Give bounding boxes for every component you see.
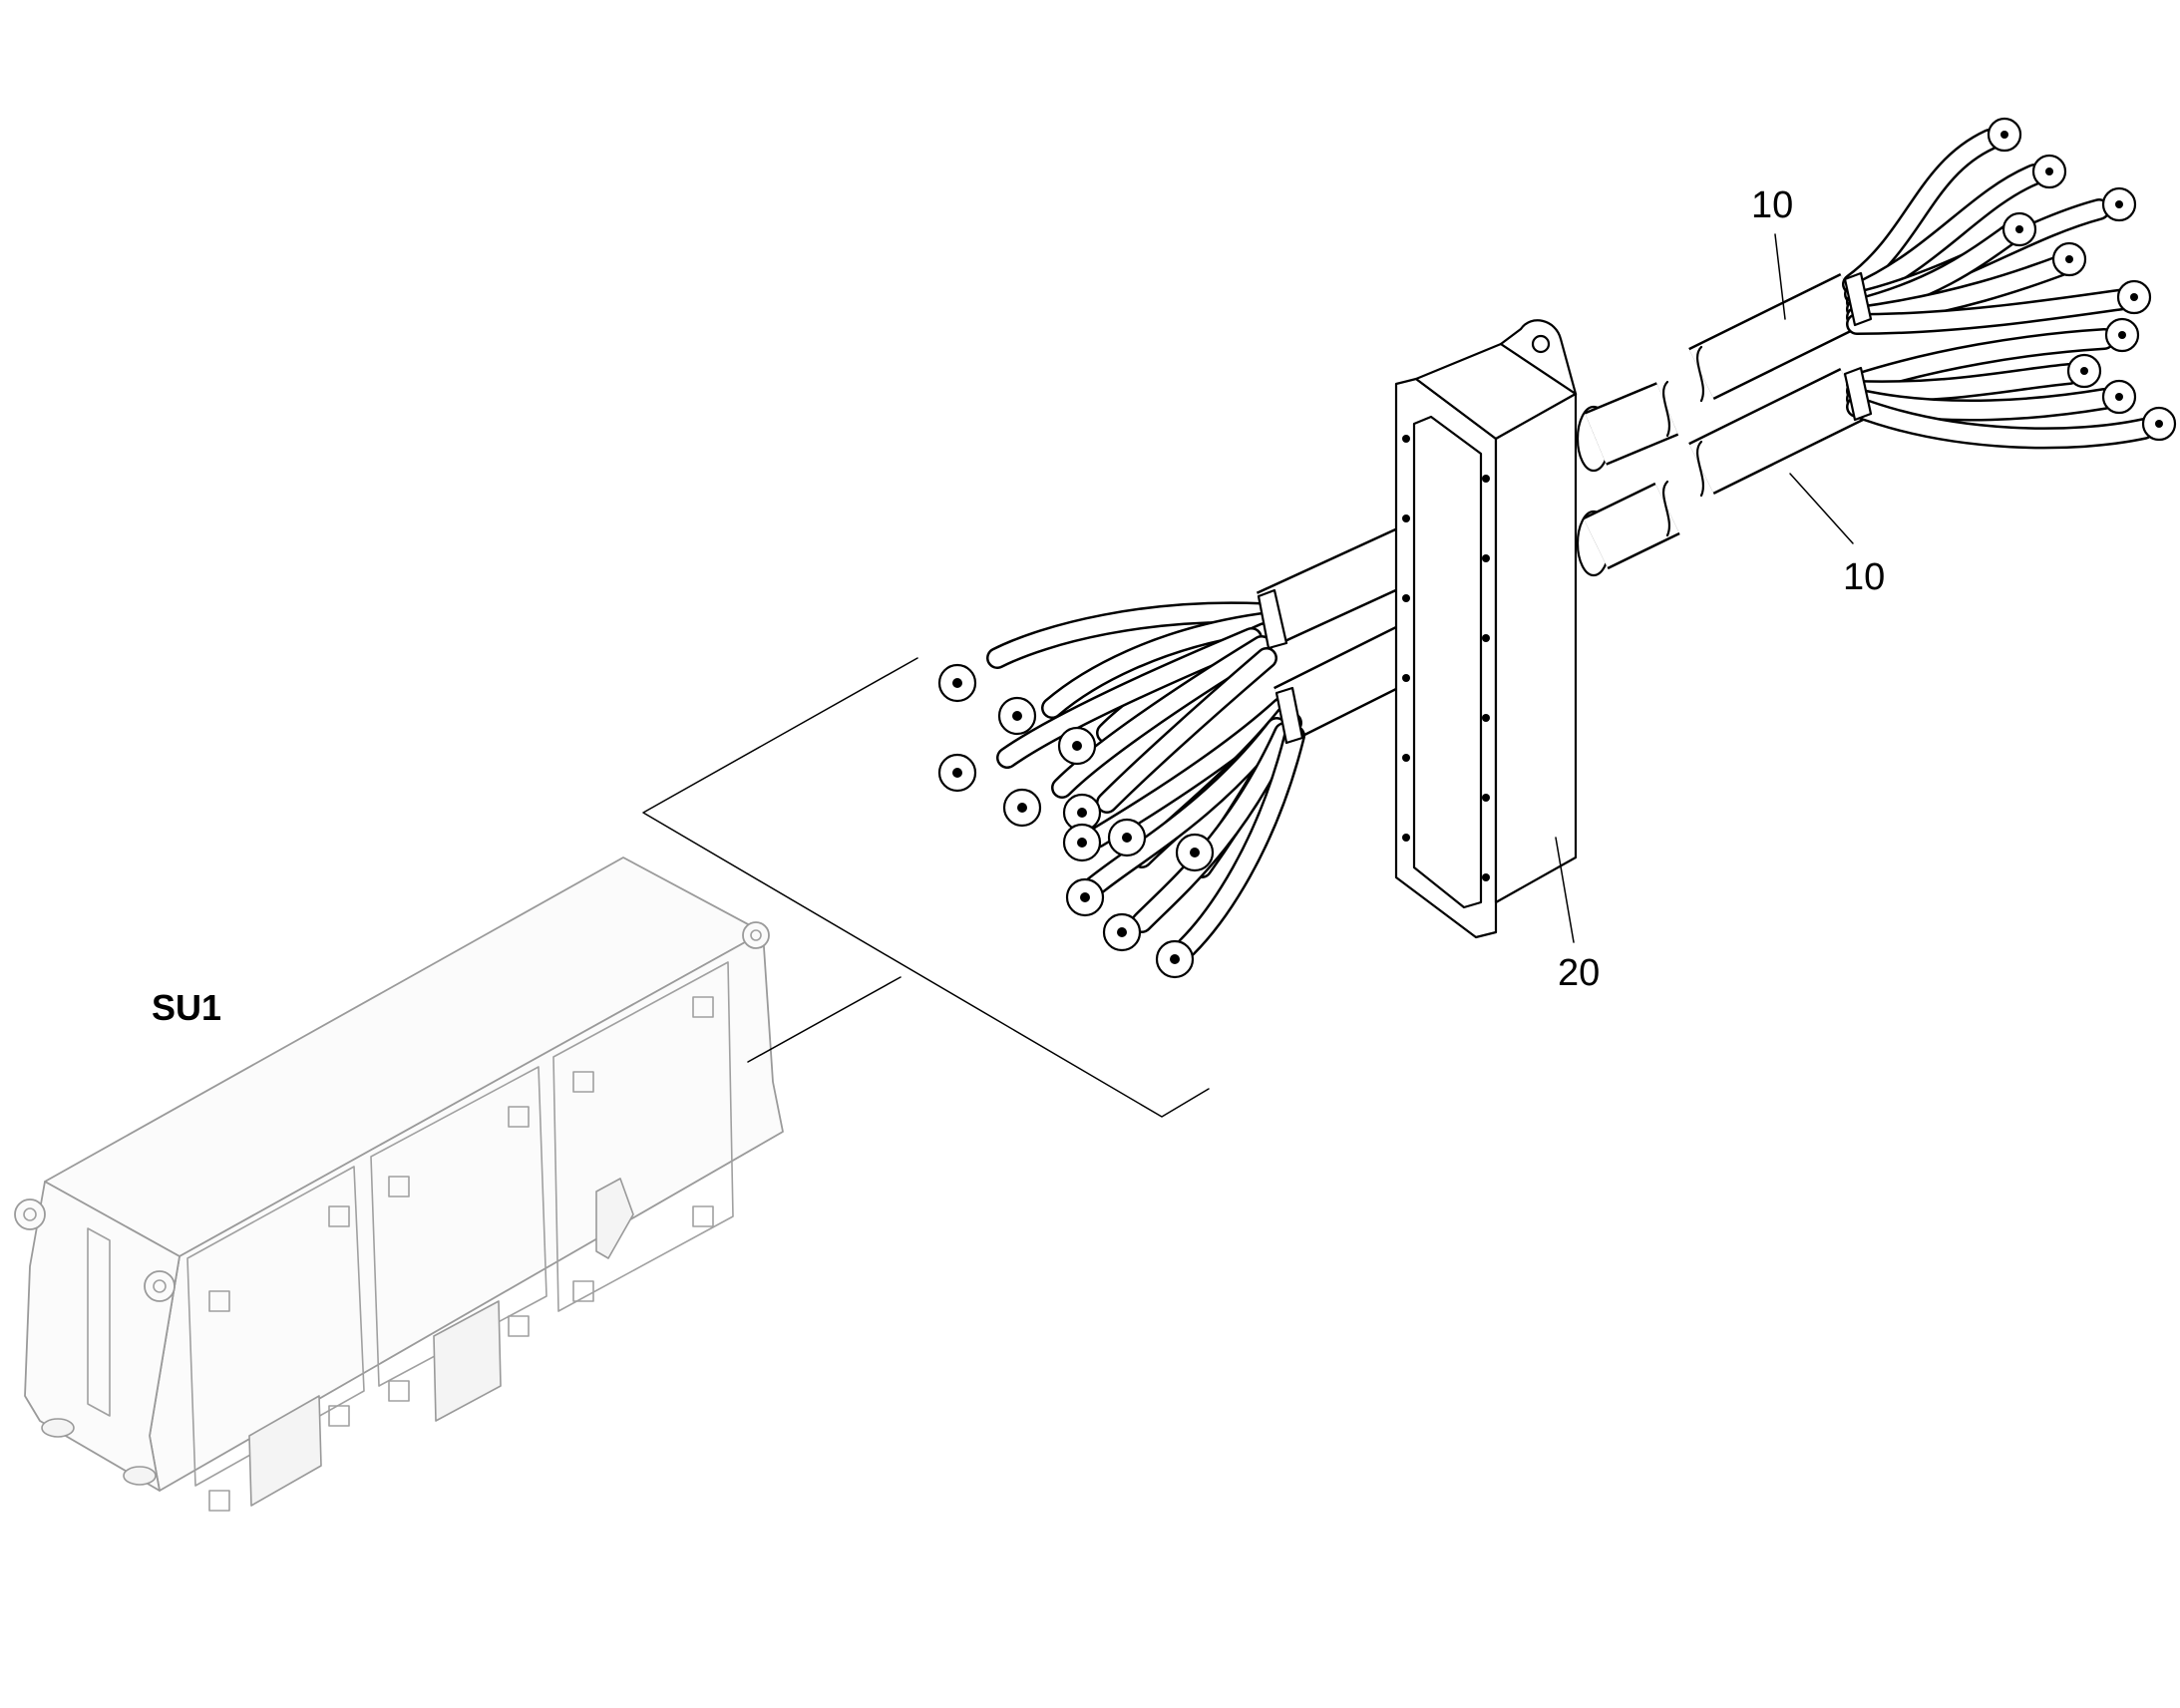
cable-harness-icon [1583, 117, 2177, 570]
callout-10-upper: 10 [1751, 184, 1794, 226]
explode-lines [642, 657, 1210, 1118]
cable-harness-icon [937, 492, 1499, 979]
callout-20: 20 [1558, 952, 1601, 994]
assembly-label: SU1 [152, 987, 222, 1028]
cabinet-icon [14, 856, 784, 1512]
callout-10-lower: 10 [1843, 556, 1886, 598]
callout-leaders [1555, 233, 1854, 943]
gland-plate-icon [1394, 319, 1612, 939]
cable-lug-icon [937, 663, 1215, 979]
